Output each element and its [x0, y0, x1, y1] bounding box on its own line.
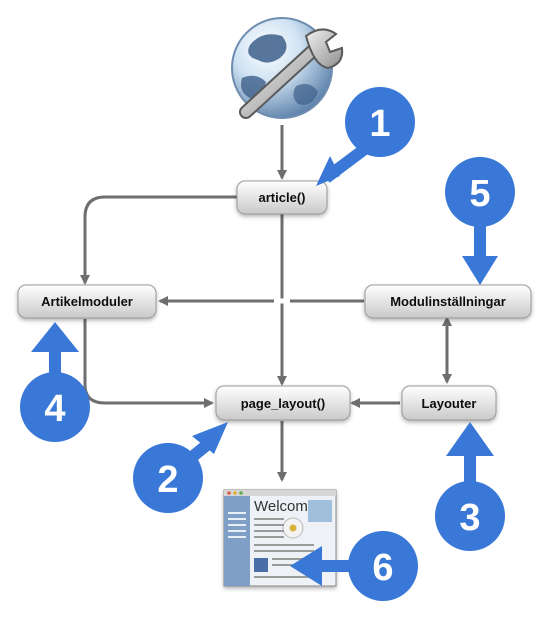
badge-4: 4: [20, 322, 90, 442]
arrow-article-to-artikelmoduler: [80, 195, 240, 285]
node-label: article(): [259, 190, 306, 205]
node-artikelmoduler: Artikelmoduler: [17, 284, 157, 319]
node-label: Layouter: [422, 396, 477, 411]
globe-wrench-icon: [231, 17, 344, 119]
node-label: Artikelmoduler: [41, 294, 133, 309]
node-label: page_layout(): [241, 396, 326, 411]
badge-5: 5: [445, 157, 515, 285]
badge-3: 3: [435, 422, 505, 551]
badge-2-label: 2: [157, 459, 178, 501]
badge-2: 2: [133, 422, 228, 513]
node-label: Modulinställningar: [390, 294, 506, 309]
badge-6-label: 6: [372, 547, 393, 589]
connectors: [80, 125, 452, 482]
badge-3-label: 3: [459, 497, 480, 539]
node-article: article(): [236, 180, 328, 215]
badge-1-label: 1: [369, 103, 390, 145]
node-modulinstallningar: Modulinställningar: [364, 284, 532, 319]
badge-6: 6: [290, 531, 418, 601]
node-layouter: Layouter: [401, 385, 497, 421]
webpage-thumbnail-icon: Welcome: [223, 489, 337, 587]
badge-4-label: 4: [44, 388, 65, 430]
badge-5-label: 5: [469, 173, 490, 215]
webpage-title: Welcome: [254, 498, 316, 515]
node-page-layout: page_layout(): [215, 385, 351, 421]
arrow-artikelmoduler-to-page-layout: [83, 319, 214, 408]
badge-1: 1: [316, 87, 415, 186]
